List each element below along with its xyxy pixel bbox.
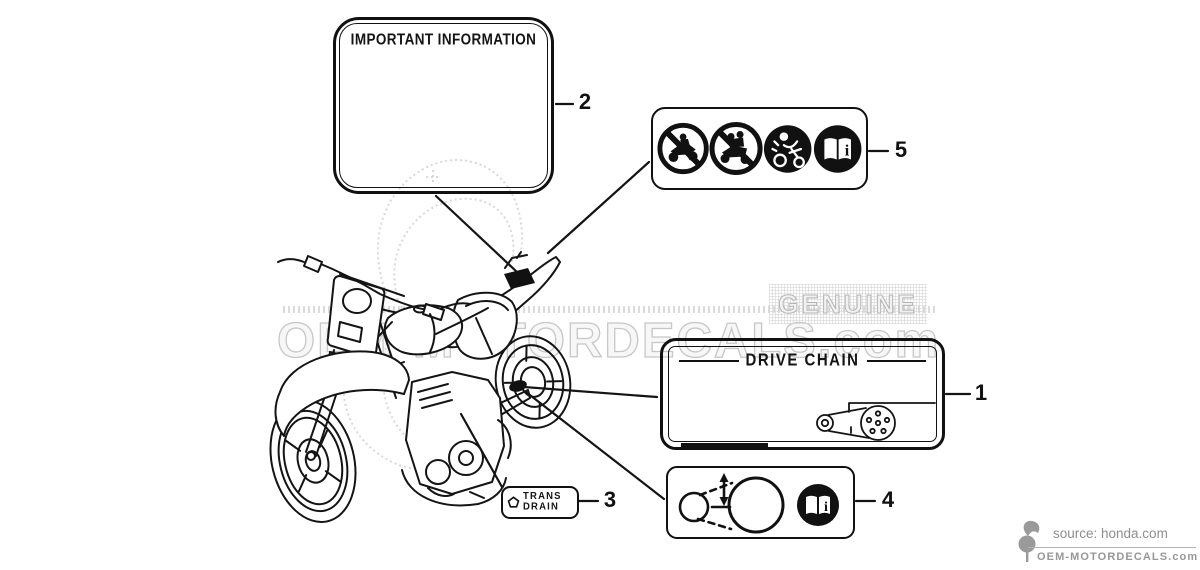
- callout-number-1: 1: [974, 380, 988, 405]
- rear-wheel: [494, 335, 572, 429]
- label-warning-pictograms: i: [651, 107, 868, 190]
- svg-text:i: i: [844, 142, 849, 159]
- site-name-text: OEM-MOTORDECALS.com: [1037, 551, 1199, 563]
- label-drive-chain-title: DRIVE CHAIN: [745, 350, 860, 371]
- label-important-information: IMPORTANT INFORMATION: [333, 17, 554, 194]
- source-credit-text: source: honda.com: [1053, 526, 1168, 541]
- callout-lines: [434, 102, 972, 503]
- site-logo-icon: [1018, 520, 1040, 562]
- title-rule-left: [679, 359, 739, 362]
- decal-position-marks: [504, 268, 535, 392]
- label-trans-drain-text: TRANS DRAIN: [523, 490, 562, 514]
- callout-number-4: 4: [881, 487, 895, 512]
- label-important-information-inner-border: [339, 23, 548, 188]
- label-drive-chain-inner-border: [668, 346, 937, 442]
- label-important-information-title: IMPORTANT INFORMATION: [350, 30, 537, 49]
- svg-text:i: i: [824, 500, 828, 515]
- callout-number-3: 3: [603, 487, 617, 512]
- title-rule-right: [866, 359, 927, 362]
- label-chain-slack: i: [666, 466, 855, 539]
- no-passenger-prohibition-icon: [709, 121, 763, 176]
- owners-manual-icon: i: [813, 124, 862, 173]
- callout-number-5: 5: [894, 137, 908, 162]
- watermark-dotted-band: [283, 306, 935, 313]
- callout-number-2: 2: [578, 89, 592, 114]
- label-drive-chain-titlebar: DRIVE CHAIN: [679, 350, 927, 371]
- label-drive-chain: DRIVE CHAIN: [660, 338, 945, 450]
- drain-bolt-icon: [507, 496, 520, 508]
- watermark-genuine: GENUINE: [769, 284, 927, 324]
- chain-sprocket-diagram: [681, 402, 936, 447]
- owners-manual-icon: i: [797, 484, 839, 526]
- trans-drain-line1: TRANS: [523, 490, 562, 503]
- source-divider-line: [1028, 547, 1196, 548]
- chain-slack-adjustment-diagram: i: [678, 473, 839, 534]
- rider-ejection-warning-icon: [764, 124, 812, 173]
- no-riding-prohibition-icon: [657, 122, 709, 175]
- label-trans-drain: TRANS DRAIN: [501, 486, 579, 519]
- trans-drain-line2: DRAIN: [523, 501, 560, 513]
